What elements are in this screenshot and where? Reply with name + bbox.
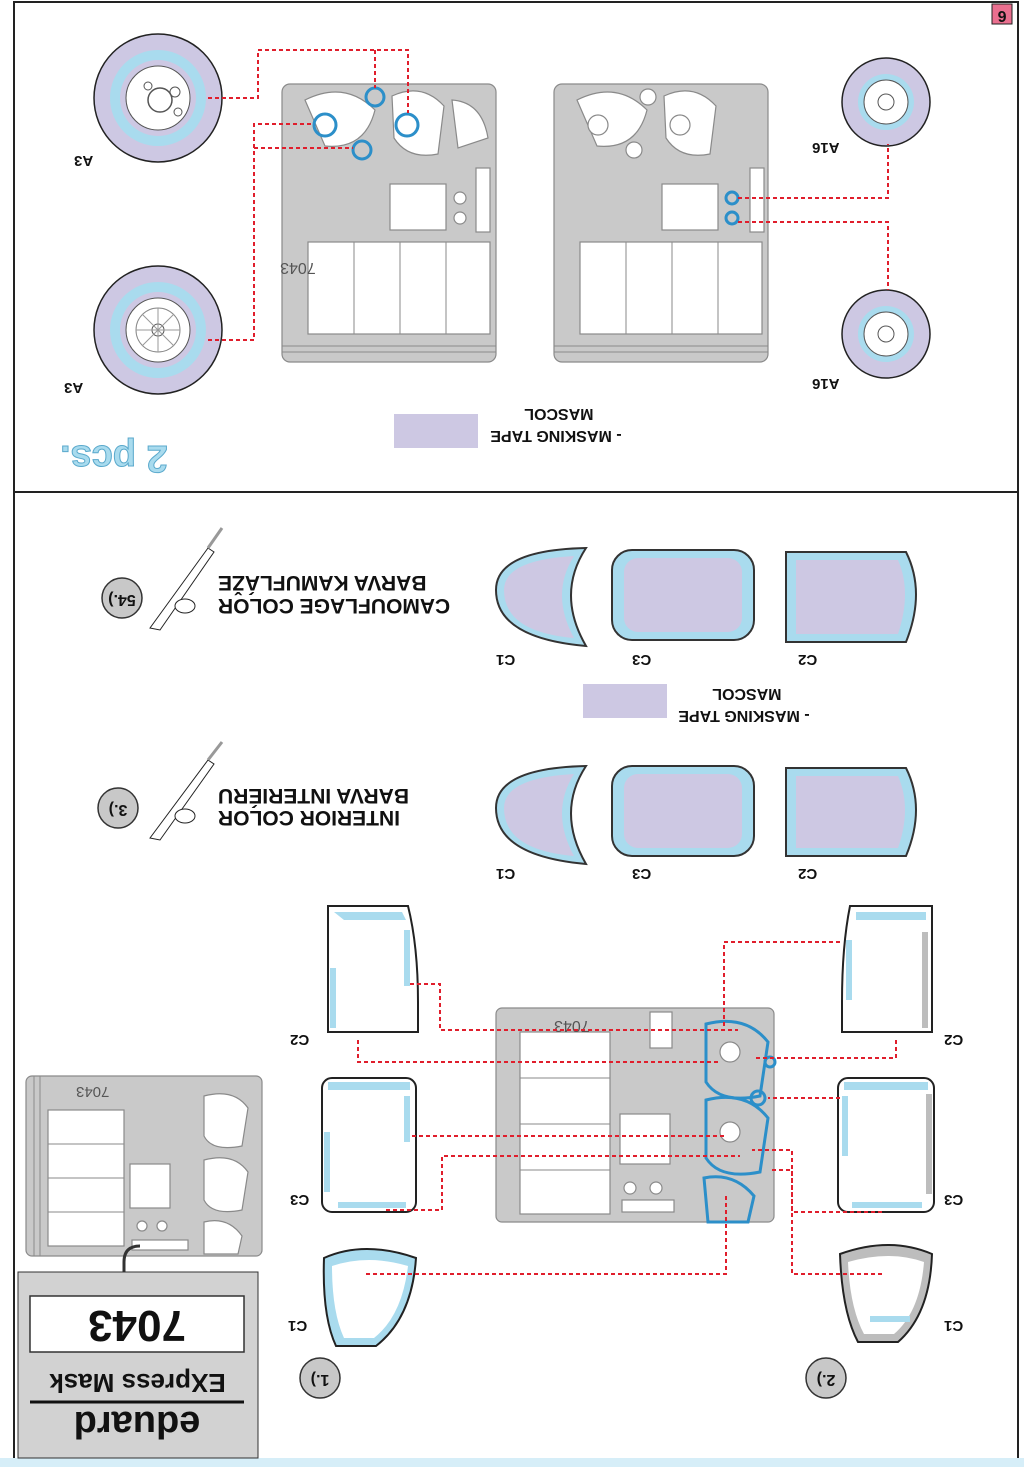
branding-block: 7043 7043 EXpress Mask eduard <box>17 1075 263 1459</box>
right-label-c2: C2 <box>944 1031 963 1048</box>
leader-top-5 <box>738 144 889 199</box>
bottom-bar <box>0 1458 1024 1467</box>
wheel-a3-lower <box>93 265 223 395</box>
top-panel: 6 A3 A3 <box>60 3 1013 480</box>
canopy-label-c3-b: C3 <box>632 865 651 882</box>
mask-fret-left: 7043 <box>280 83 497 363</box>
legend-label-mid: - MASKING TAPE <box>678 707 810 724</box>
step-badge-2-text: 2.) <box>817 1371 836 1388</box>
right-canopy-c3 <box>837 1077 935 1213</box>
left-label-c1: C1 <box>288 1317 307 1334</box>
step-badge-1-text: 1.) <box>311 1371 330 1388</box>
leader-bot-2 <box>357 1040 718 1063</box>
leader-top-6 <box>738 221 889 290</box>
quantity-label: 2 pcs. <box>60 437 168 479</box>
leader-bot-6 <box>723 941 840 1030</box>
fret-code-left: 7043 <box>280 259 316 276</box>
right-canopy-c2 <box>841 905 933 1033</box>
mask-fret-right <box>553 83 769 363</box>
leader-bot-7 <box>756 1040 897 1059</box>
leader-top-3 <box>208 123 314 341</box>
right-label-c3: C3 <box>944 1191 963 1208</box>
brush-icon <box>149 527 224 631</box>
canopy-c3-interior <box>611 765 755 857</box>
brush-icon-2 <box>149 741 224 841</box>
legend-sub-mid: MASCOL <box>712 685 782 702</box>
step-badge-54 <box>101 577 143 619</box>
step-badge-3-text: 3.) <box>109 801 128 818</box>
wheel-label-a16-lower: A16 <box>812 375 840 392</box>
thumb-code: 7043 <box>76 1083 109 1100</box>
canopy-c1-interior <box>494 764 588 866</box>
leader-bot-4 <box>386 1155 740 1211</box>
step-badge-54-text: 54.) <box>108 591 136 608</box>
step-badge-1 <box>299 1357 341 1399</box>
canopy-label-c3-a: C3 <box>632 651 651 668</box>
step-54-text-en: CAMOUFLAGE COLOR <box>218 594 450 617</box>
leader-bot-5 <box>366 1196 727 1275</box>
step-54-text-cz: BARVA KAMUFLÁŽE <box>218 571 426 595</box>
mask-fret-center: 7043 <box>495 1007 777 1224</box>
product-line: EXpress Mask <box>49 1368 226 1398</box>
step-badge-2 <box>805 1357 847 1399</box>
page-number: 6 <box>998 7 1007 24</box>
masking-tape-swatch-mid <box>583 684 667 718</box>
wheel-label-a3-lower: A3 <box>64 379 83 396</box>
page-number-badge <box>991 3 1013 25</box>
left-canopy-c2 <box>327 905 419 1033</box>
wheel-label-a3-upper: A3 <box>74 152 93 169</box>
step-badge-3 <box>97 787 139 829</box>
canopy-c2-interior <box>785 767 917 857</box>
step-3-text-cz: BARVA INTERIÉRU <box>218 784 409 807</box>
left-label-c2: C2 <box>290 1031 309 1048</box>
leader-top-1 <box>208 49 409 113</box>
canopy-label-c1-b: C1 <box>496 865 515 882</box>
fret-code-center: 7043 <box>554 1017 590 1034</box>
canopy-c3-camo <box>611 549 755 641</box>
left-canopy-c3 <box>321 1077 417 1213</box>
masking-tape-swatch-top <box>394 414 478 448</box>
thumbnail-fret: 7043 <box>25 1075 263 1257</box>
legend-label-top: - MASKING TAPE <box>490 427 622 444</box>
right-canopy-c1 <box>838 1244 934 1343</box>
wheel-a3-upper <box>93 33 223 163</box>
canopy-c2-camo <box>785 551 917 643</box>
left-canopy-c1 <box>322 1248 418 1347</box>
bottom-panel: C2 C3 C1 C2 C3 C1 <box>288 905 963 1399</box>
leader-bot-1 <box>410 983 738 1031</box>
canopy-label-c1-a: C1 <box>496 651 515 668</box>
step-3-text-en: INTERIOR COLOR <box>218 806 400 829</box>
canopy-label-c2-b: C2 <box>798 865 817 882</box>
canopy-c1-camo <box>494 546 588 648</box>
right-label-c1: C1 <box>944 1317 963 1334</box>
brand-name: eduard <box>74 1403 201 1445</box>
wheel-label-a16-upper: A16 <box>812 139 840 156</box>
wheel-a16-lower <box>841 289 931 379</box>
canopy-label-c2-a: C2 <box>798 651 817 668</box>
legend-sub-top: MASCOL <box>524 405 594 422</box>
product-number-box <box>29 1295 245 1353</box>
product-number: 7043 <box>88 1301 186 1350</box>
leader-bot-10 <box>770 1169 882 1275</box>
wheel-a16-upper <box>841 57 931 147</box>
left-label-c3: C3 <box>290 1191 309 1208</box>
middle-panel: 54.) CAMOUFLAGE COLOR BARVA KAMUFLÁŽE C1… <box>97 527 917 882</box>
